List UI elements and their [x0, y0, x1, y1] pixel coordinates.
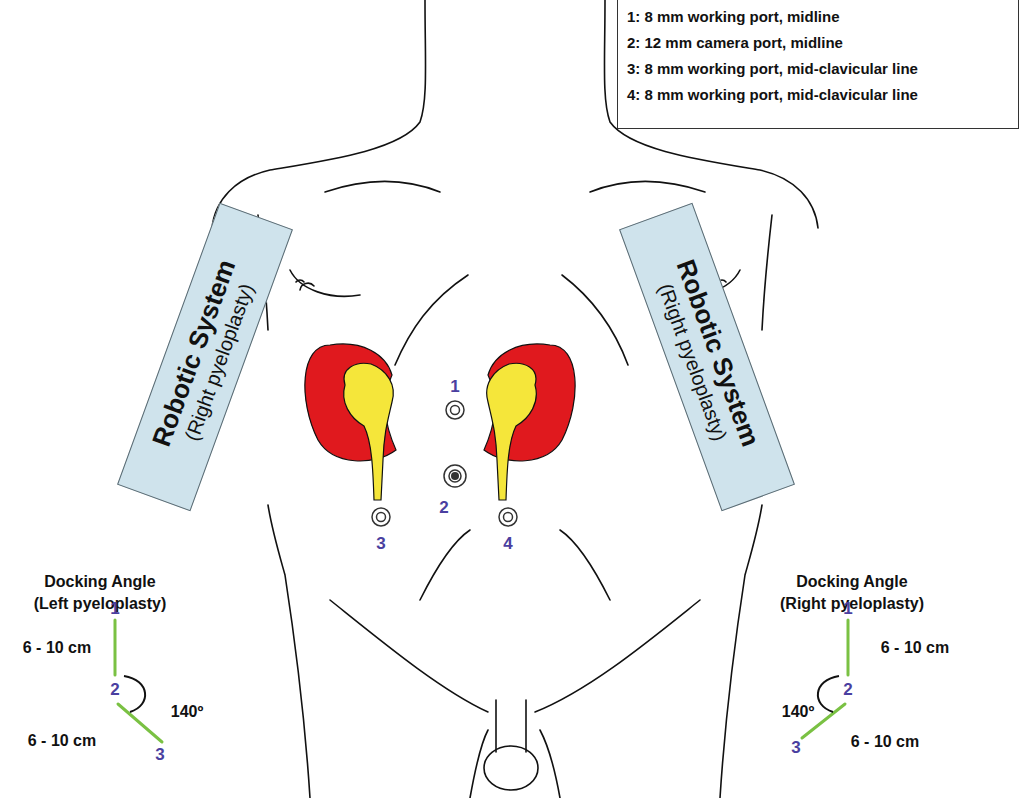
callout-number: 2 [110, 680, 119, 700]
docking-title: Docking Angle [44, 573, 155, 591]
dimension-label: 6 - 10 cm [851, 733, 919, 751]
callout-number: 1 [843, 599, 852, 619]
legend-entry: 3: 8 mm working port, mid-clavicular lin… [627, 60, 918, 77]
docking-title: Docking Angle [796, 573, 907, 591]
docking-subtitle: (Left pyeloplasty) [34, 595, 166, 613]
legend-entry: 4: 8 mm working port, mid-clavicular lin… [627, 86, 918, 103]
callout-number: 2 [439, 498, 448, 518]
callout-number: 3 [791, 738, 800, 758]
dimension-label: 6 - 10 cm [881, 639, 949, 657]
dimension-label: 140º [782, 703, 815, 721]
callout-number: 2 [843, 680, 852, 700]
callout-number: 1 [110, 599, 119, 619]
callout-number: 4 [503, 534, 512, 554]
dimension-label: 6 - 10 cm [23, 639, 91, 657]
callout-number: 1 [450, 377, 459, 397]
robotic-system-band: Robotic System(Right pyeloplasty) [117, 203, 293, 512]
callout-number: 3 [155, 745, 164, 765]
dimension-label: 6 - 10 cm [28, 732, 96, 750]
legend-entry: 2: 12 mm camera port, midline [627, 34, 843, 51]
legend-entry: 1: 8 mm working port, midline [627, 8, 840, 25]
dimension-label: 140º [171, 703, 204, 721]
callout-number: 3 [376, 534, 385, 554]
